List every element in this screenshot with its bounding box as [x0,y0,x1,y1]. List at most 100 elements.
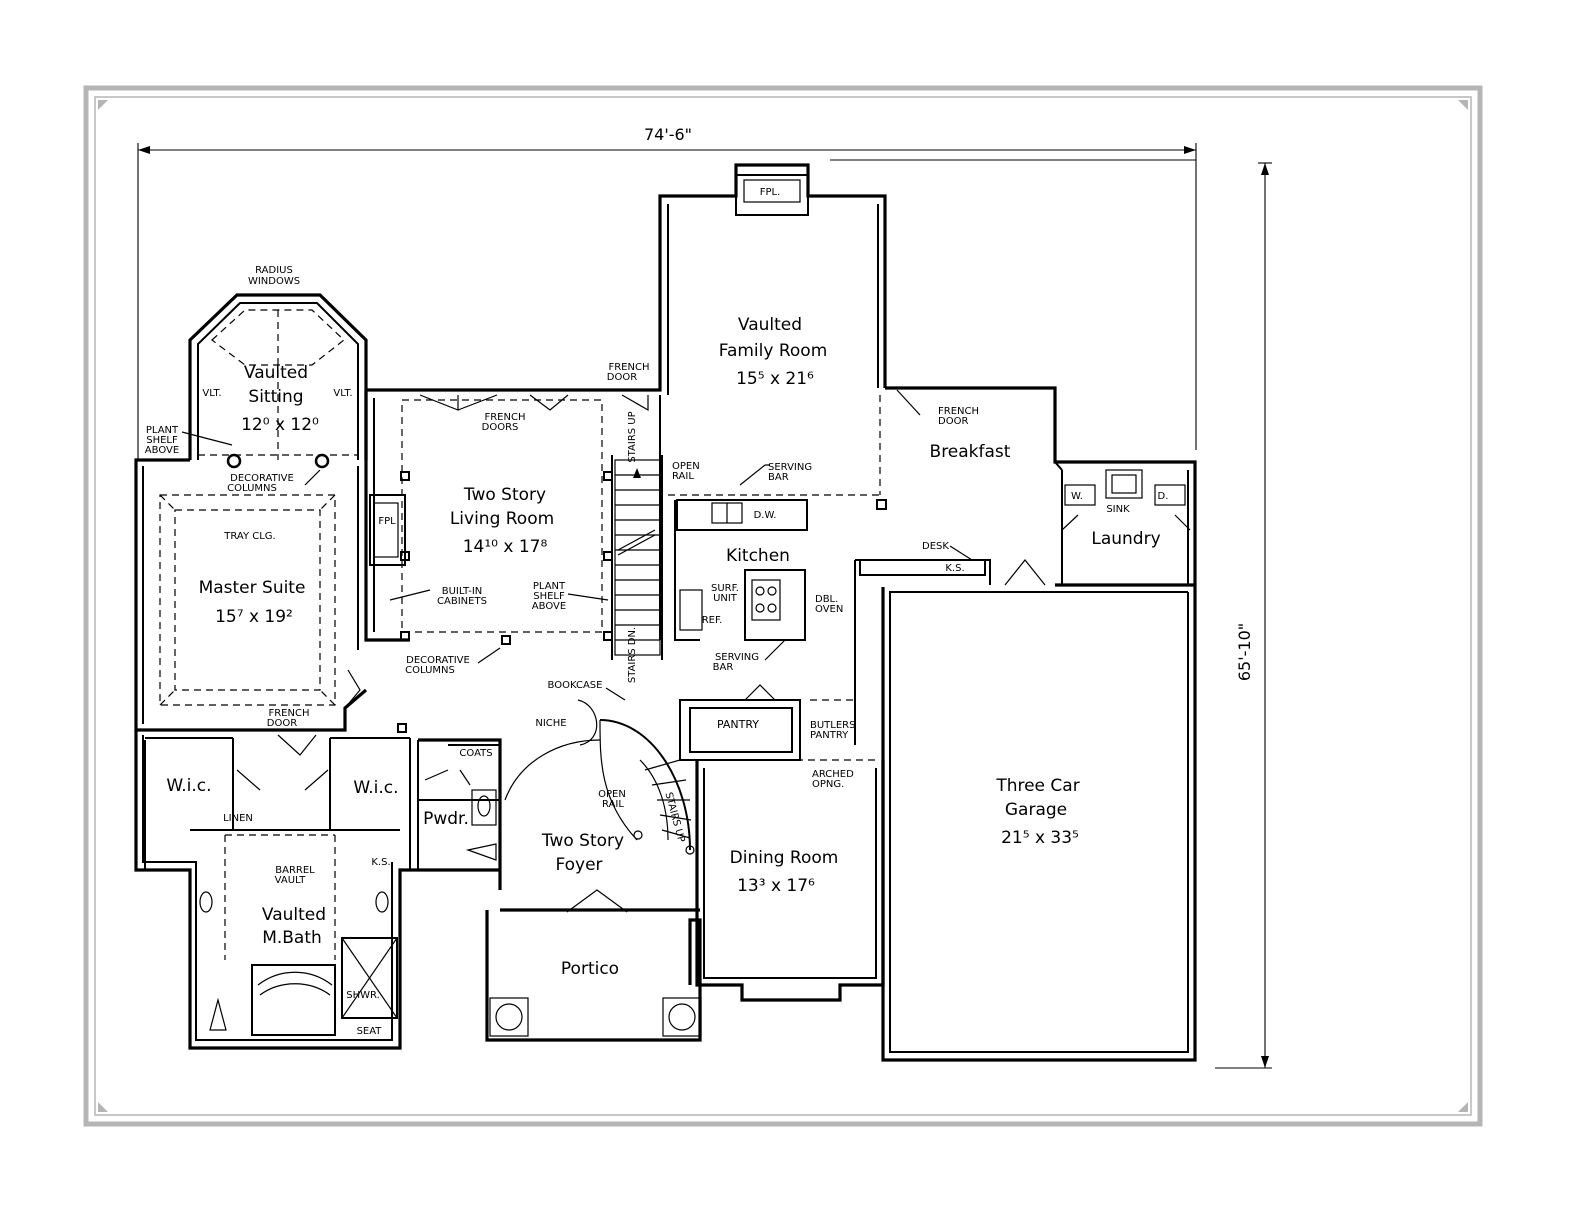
plant-shelf-note-2: SHELF [146,435,178,446]
master-suite-size: 15⁷ x 19² [215,607,293,627]
kitchen-label: Kitchen [726,546,790,566]
room-label-vaulted-family: Vaulted Family Room 15⁵ x 21⁶ [719,315,828,389]
niche-note: NICHE [535,718,566,729]
dishwasher-note: D.W. [754,510,777,521]
vlt-left-note: VLT. [202,388,221,399]
laundry-label: Laundry [1091,529,1160,549]
fireplace-family [735,174,809,216]
washer-note: W. [1071,491,1083,502]
room-label-dining: Dining Room 13³ x 17⁶ [730,848,839,896]
decorative-columns-bottom-note-1: DECORATIVE [406,655,470,666]
master-bath-name-2: M.Bath [262,928,322,948]
leader-lines [181,431,973,701]
radius-windows-note-1: RADIUS [255,265,293,276]
decorative-columns-top-note-1: DECORATIVE [230,473,294,484]
serving-bar-top-note-1: SERVING [768,462,812,473]
room-label-two-story-living: Two Story Living Room 14¹⁰ x 17⁸ [450,485,554,557]
open-rail-foyer-note-1: OPEN [598,789,626,800]
fireplace-living [369,494,406,566]
family-room-name-2: Family Room [719,341,828,361]
butlers-pantry-note-1: BUTLERS [810,720,855,731]
family-room-size: 15⁵ x 21⁶ [736,369,814,389]
decorative-columns-top-note-2: COLUMNS [227,483,277,494]
stairs-curved [504,719,695,855]
plant-shelf-living-note-1: PLANT [533,581,566,592]
radius-windows-note-2: WINDOWS [248,276,300,287]
dining-room-name: Dining Room [730,848,839,868]
open-rail-note-2: RAIL [672,471,694,482]
stairs-up-note: STAIRS UP [627,411,638,462]
built-in-cabinets-note-1: BUILT-IN [442,586,483,597]
wic-left-label: W.i.c. [166,776,211,796]
tray-ceiling-note: TRAY CLG. [223,531,275,542]
sink-note: SINK [1106,504,1130,515]
serving-bar-bottom-note-1: SERVING [715,652,759,663]
portico-label: Portico [561,959,619,979]
french-door-breakfast-note-1: FRENCH [938,406,979,417]
door-swings [236,389,1191,913]
plant-shelf-note-3: ABOVE [145,445,179,456]
room-label-master-bath: Vaulted M.Bath [262,905,326,948]
french-door-master-note-2: DOOR [267,718,297,729]
exterior-walls [134,163,1197,1062]
bath-fixtures [199,699,702,1037]
breakfast-label: Breakfast [930,442,1011,462]
depth-dimension-label: 65'-10" [1235,623,1254,681]
vaulted-sitting-name-1: Vaulted [244,363,308,383]
powder-room-label: Pwdr. [423,809,469,829]
vlt-right-note: VLT. [333,388,352,399]
plant-shelf-living-note-3: ABOVE [532,601,566,612]
living-room-name-2: Living Room [450,509,554,529]
annotations: RADIUS WINDOWS VLT. VLT. PLANT SHELF ABO… [145,187,1169,1037]
garage-size: 21⁵ x 33⁵ [1001,828,1079,848]
serving-bar-bottom-note-2: BAR [713,662,734,673]
room-label-vaulted-sitting: Vaulted Sitting 12⁰ x 12⁰ [241,363,319,435]
seat-note: SEAT [357,1026,383,1037]
dryer-note: D. [1158,491,1169,502]
arched-opening-note-2: OPNG. [812,779,844,790]
plant-shelf-living-note-2: SHELF [533,591,565,602]
french-door-breakfast-note-2: DOOR [938,416,968,427]
surf-unit-note-2: UNIT [713,593,738,604]
foyer-name-1: Two Story [541,831,624,851]
page-frame [83,85,1483,1127]
french-door-master-note-1: FRENCH [268,708,309,719]
arched-opening-note-1: ARCHED [812,769,854,780]
surf-unit-note-1: SURF. [711,583,739,594]
fpl-living-note: FPL [378,516,396,527]
garage-name-2: Garage [1005,800,1067,820]
wic-right-label: W.i.c. [353,778,398,798]
width-dimension: 74'-6" [137,125,1197,460]
dining-room-size: 13³ x 17⁶ [737,876,815,896]
vaulted-sitting-name-2: Sitting [248,387,303,407]
garage-name-1: Three Car [995,776,1079,796]
shower-note: SHWR. [346,990,380,1001]
decorative-columns-bottom-note-2: COLUMNS [405,665,455,676]
depth-dimension: 65'-10" [1215,162,1272,1069]
stairs-dn-note: STAIRS DN. [627,627,638,683]
french-doors-living-note-1: FRENCH [484,412,525,423]
open-rail-foyer-note-2: RAIL [602,799,624,810]
built-in-cabinets-note-2: CABINETS [437,596,487,607]
french-doors-living-note-2: DOORS [482,422,519,433]
width-dimension-label: 74'-6" [644,125,692,144]
stairs-straight [614,459,661,656]
double-oven-note-2: OVEN [815,604,843,615]
bath-ks-note: K.S. [371,857,390,868]
bookcase-note: BOOKCASE [548,680,603,691]
linen-note: LINEN [223,813,253,824]
kitchen-fixtures [676,464,1186,641]
family-room-name-1: Vaulted [738,315,802,335]
foyer-name-2: Foyer [555,855,602,875]
desk-note: DESK [922,541,949,552]
plant-shelf-note-1: PLANT [146,425,179,436]
room-label-garage: Three Car Garage 21⁵ x 33⁵ [995,776,1079,848]
french-door-family-note-2: DOOR [607,372,637,383]
serving-bar-top-note-2: BAR [768,472,789,483]
room-label-master-suite: Master Suite 15⁷ x 19² [199,578,306,627]
room-label-foyer: Two Story Foyer [541,831,624,875]
french-door-family-note-1: FRENCH [608,362,649,373]
vaulted-sitting-size: 12⁰ x 12⁰ [241,415,319,435]
barrel-vault-note-1: BARREL [275,865,315,876]
